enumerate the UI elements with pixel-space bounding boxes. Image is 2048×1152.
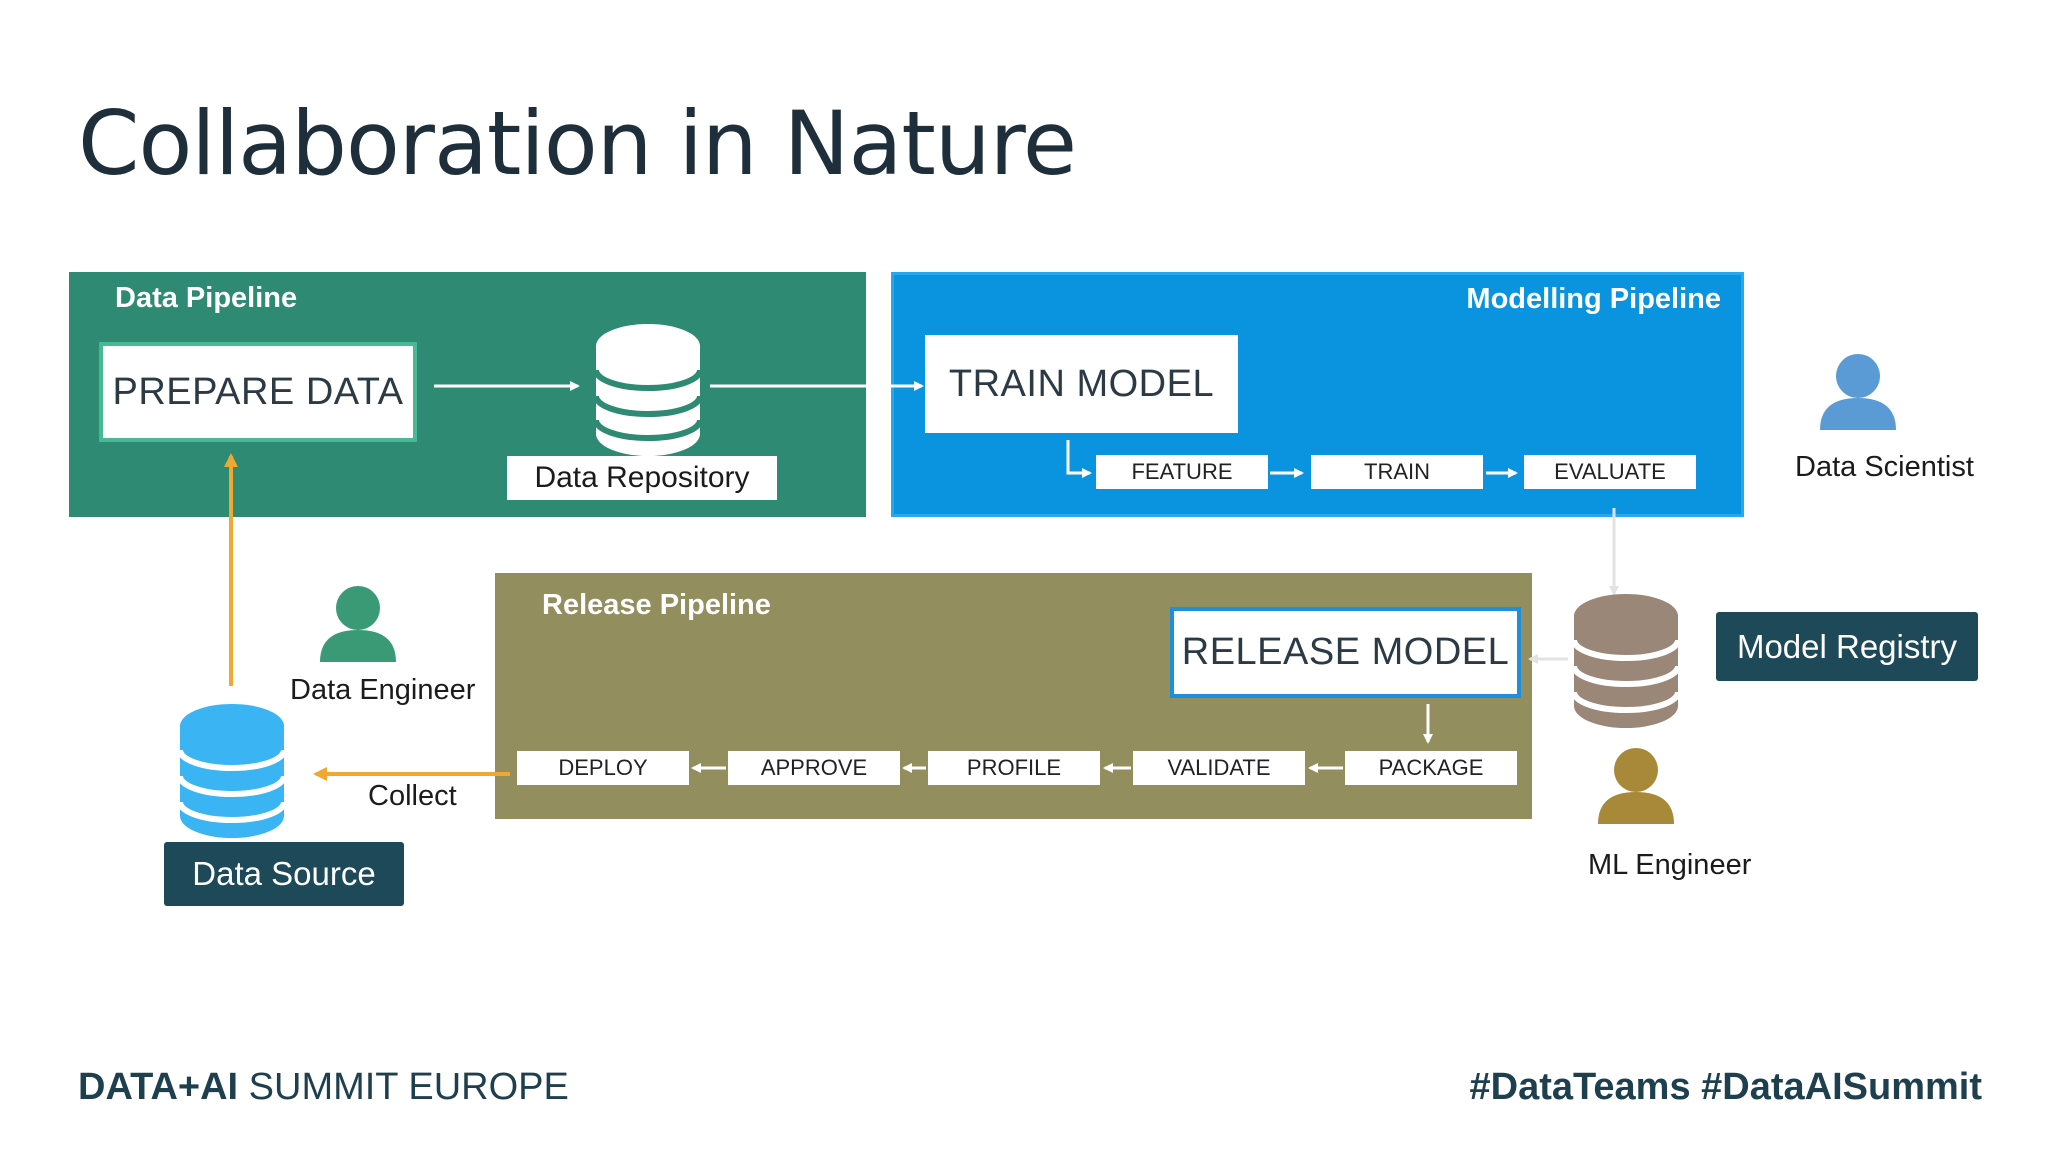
data-pipeline-panel: Data Pipeline PREPARE DATA Data Reposito… — [69, 272, 866, 517]
data-scientist-person-icon — [1820, 354, 1896, 430]
model-registry-database-icon — [1571, 594, 1681, 728]
release-pipeline-title: Release Pipeline — [542, 589, 771, 621]
prepare-data-box: PREPARE DATA — [99, 342, 417, 442]
page-title: Collaboration in Nature — [78, 92, 1077, 195]
modelling-pipeline-title: Modelling Pipeline — [1466, 283, 1721, 315]
data-repository-label: Data Repository — [507, 456, 777, 500]
step-feature: FEATURE — [1096, 455, 1268, 489]
footer-brand-bold: DATA+AI — [78, 1066, 239, 1108]
release-pipeline-panel: Release Pipeline RELEASE MODEL DEPLOY AP… — [495, 573, 1532, 819]
data-engineer-label: Data Engineer — [290, 674, 476, 706]
ml-engineer-label: ML Engineer — [1588, 849, 1752, 881]
step-validate: VALIDATE — [1133, 751, 1305, 785]
ml-engineer-person-icon — [1598, 748, 1674, 824]
train-model-box: TRAIN MODEL — [925, 335, 1238, 433]
model-registry-box: Model Registry — [1716, 612, 1978, 681]
data-scientist-label: Data Scientist — [1795, 451, 1974, 483]
data-source-database-icon — [177, 704, 287, 838]
footer-brand: DATA+AI SUMMIT EUROPE — [78, 1066, 569, 1109]
modelling-pipeline-panel: Modelling Pipeline TRAIN MODEL FEATURE T… — [891, 272, 1744, 517]
step-profile: PROFILE — [928, 751, 1100, 785]
footer-hashtags: #DataTeams #DataAISummit — [1469, 1066, 1982, 1108]
step-package: PACKAGE — [1345, 751, 1517, 785]
step-approve: APPROVE — [728, 751, 900, 785]
data-repository-database-icon — [593, 324, 703, 456]
collect-label: Collect — [368, 780, 457, 812]
step-train: TRAIN — [1311, 455, 1483, 489]
step-evaluate: EVALUATE — [1524, 455, 1696, 489]
step-deploy: DEPLOY — [517, 751, 689, 785]
release-model-box: RELEASE MODEL — [1170, 607, 1521, 698]
data-engineer-person-icon — [320, 586, 396, 662]
footer-brand-rest: SUMMIT EUROPE — [238, 1066, 569, 1108]
data-pipeline-title: Data Pipeline — [115, 282, 298, 314]
data-source-box: Data Source — [164, 842, 404, 906]
arrow-train-to-feature — [1066, 440, 1092, 478]
